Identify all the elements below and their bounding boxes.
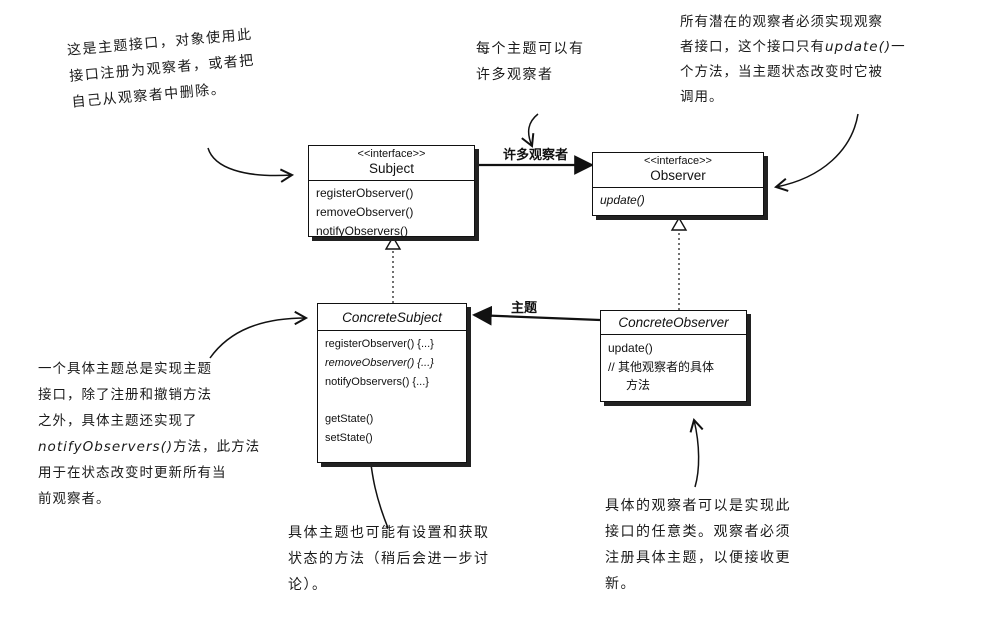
- note-line: 具体主题也可能有设置和获取: [288, 525, 490, 541]
- concrete-subject-method: registerObserver() {...}: [325, 338, 434, 350]
- concrete-subject-name: ConcreteSubject: [342, 310, 442, 325]
- note-line: 许多观察者: [476, 67, 554, 83]
- subject-header: <<interface>> Subject: [309, 146, 474, 181]
- note-line: 个方法，当主题状态改变时它被: [680, 64, 883, 80]
- note-line: 用于在状态改变时更新所有当: [38, 465, 227, 481]
- relation-label-subject: 主题: [511, 301, 538, 316]
- note-arrow-concreteobserver: [689, 417, 704, 488]
- note-text: 一: [891, 39, 906, 55]
- note-line: 之外，具体主题还实现了: [38, 413, 198, 429]
- note-line: 论）。: [288, 577, 328, 593]
- note-get-set-state: 具体主题也可能有设置和获取 状态的方法（稍后会进一步讨 论）。: [288, 520, 490, 598]
- concrete-subject-header: ConcreteSubject: [318, 304, 466, 331]
- association-concreteobserver-concretesubject: [472, 305, 601, 326]
- note-line: 新。: [605, 576, 636, 592]
- note-concrete-subject: 一个具体主题总是实现主题 接口，除了注册和撤销方法 之外，具体主题还实现了 no…: [38, 356, 260, 512]
- concrete-observer-box: ConcreteObserver update() // 其他观察者的具体 方法: [600, 310, 747, 402]
- note-line: 调用。: [680, 89, 724, 105]
- note-line: 接口，除了注册和撤销方法: [38, 387, 212, 403]
- note-line: notifyObservers()方法，此方法: [38, 434, 260, 460]
- subject-interface-box: <<interface>> Subject registerObserver()…: [308, 145, 475, 238]
- subject-stereotype: <<interface>>: [357, 148, 426, 160]
- note-arrow-many: [521, 113, 539, 148]
- subject-method: registerObserver(): [316, 186, 414, 200]
- note-arrow-subject: [207, 147, 295, 183]
- note-line: 状态的方法（稍后会进一步讨: [288, 551, 490, 567]
- observer-method: update(): [600, 193, 645, 207]
- observer-methods: update(): [593, 188, 763, 213]
- concrete-subject-method: getState(): [325, 413, 374, 425]
- note-observer-interface: 所有潜在的观察者必须实现观察 者接口，这个接口只有update()一 个方法，当…: [680, 10, 906, 110]
- observer-interface-box: <<interface>> Observer update(): [592, 152, 764, 216]
- note-arrow-observer: [773, 113, 859, 192]
- concrete-observer-comment: 方法: [626, 378, 651, 392]
- subject-name: Subject: [368, 161, 415, 176]
- subject-method: removeObserver(): [316, 205, 414, 219]
- relation-label-many-observers: 许多观察者: [503, 148, 569, 163]
- note-line: 所有潜在的观察者必须实现观察: [680, 14, 883, 30]
- concrete-subject-method: setState(): [325, 432, 373, 444]
- note-line: 每个主题可以有: [476, 41, 585, 57]
- note-line: 前观察者。: [38, 491, 111, 507]
- note-line: 注册具体主题，以便接收更: [605, 550, 791, 566]
- note-arrow-concretesubject: [209, 310, 309, 359]
- note-line: 一个具体主题总是实现主题: [38, 361, 212, 377]
- subject-method: notifyObservers(): [316, 224, 409, 238]
- method-gap: [325, 392, 459, 410]
- note-line: 者接口，这个接口只有update()一: [680, 35, 906, 60]
- concrete-observer-method: update(): [608, 341, 653, 355]
- concrete-subject-methods: registerObserver() {...} removeObserver(…: [318, 331, 466, 452]
- note-concrete-observer: 具体的观察者可以是实现此 接口的任意类。观察者必须 注册具体主题，以便接收更 新…: [605, 493, 791, 597]
- subject-methods: registerObserver() removeObserver() noti…: [309, 181, 474, 244]
- realization-triangle-observer: [670, 216, 688, 231]
- concrete-subject-box: ConcreteSubject registerObserver() {...}…: [317, 303, 467, 463]
- note-line: 具体的观察者可以是实现此: [605, 498, 791, 514]
- observer-stereotype: <<interface>>: [644, 155, 712, 167]
- concrete-observer-header: ConcreteObserver: [601, 311, 746, 335]
- note-text: 方法，此方法: [173, 439, 261, 455]
- note-many-observers: 每个主题可以有 许多观察者: [476, 36, 585, 88]
- concrete-observer-comment: // 其他观察者的具体: [608, 360, 715, 374]
- note-text: 者接口，这个接口只有: [680, 39, 825, 55]
- observer-header: <<interface>> Observer: [593, 153, 763, 188]
- note-subject-interface: 这是主题接口，对象使用此 接口注册为观察者，或者把 自己从观察者中删除。: [66, 22, 258, 116]
- concrete-subject-method: removeObserver() {...}: [325, 357, 434, 369]
- note-line: 接口的任意类。观察者必须: [605, 524, 791, 540]
- concrete-observer-name: ConcreteObserver: [618, 315, 729, 330]
- concrete-subject-method: notifyObservers() {...}: [325, 376, 429, 388]
- note-code: notifyObservers(): [38, 439, 174, 455]
- observer-name: Observer: [650, 168, 706, 183]
- note-code: update(): [825, 39, 892, 55]
- realization-triangle-subject: [384, 235, 402, 250]
- concrete-observer-methods: update() // 其他观察者的具体 方法: [601, 335, 746, 397]
